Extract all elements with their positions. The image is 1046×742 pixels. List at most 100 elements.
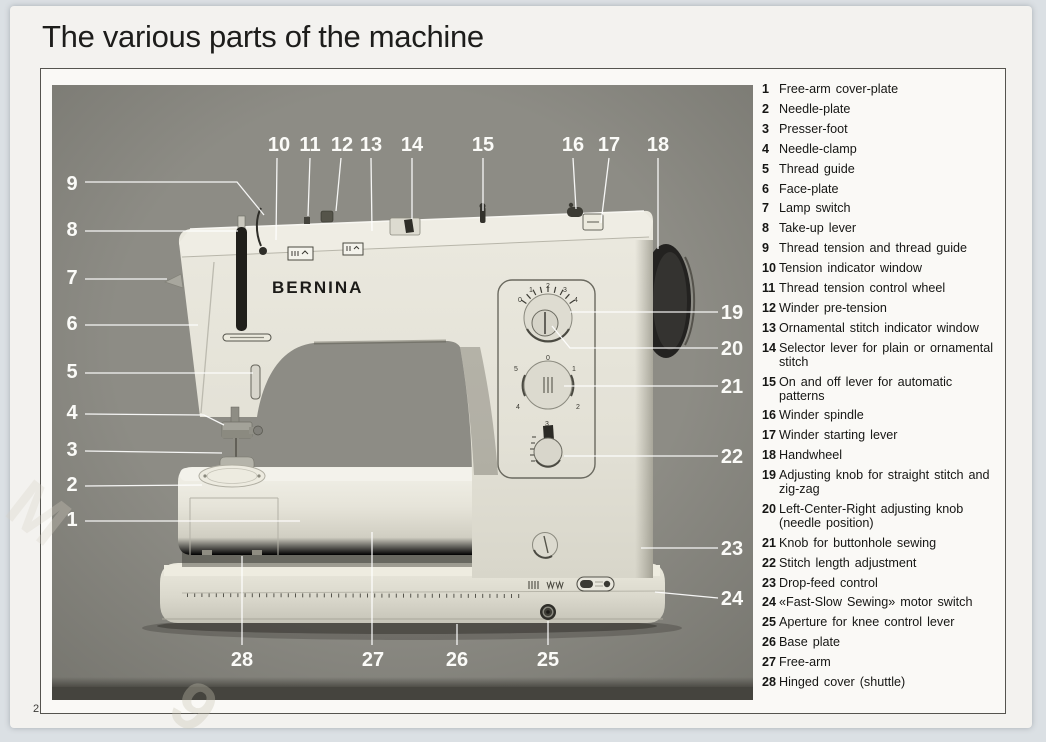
- tension-wheel-notch: [304, 217, 310, 224]
- part-number: 11: [762, 281, 776, 296]
- part-number: 10: [762, 261, 777, 276]
- part-label: Winder starting lever: [779, 428, 898, 443]
- parts-list-item: 28 Hinged cover (shuttle): [762, 675, 1002, 690]
- stitch-selector-lever: [389, 217, 421, 236]
- part-label: Drop-feed control: [779, 575, 878, 590]
- needle-thread-guide: [250, 364, 261, 400]
- needle-assembly: [219, 406, 263, 470]
- part-label: Needle-clamp: [779, 141, 857, 156]
- part-number: 19: [762, 468, 777, 483]
- drop-feed-knob: [532, 532, 558, 559]
- parts-list-item: 1 Free-arm cover-plate: [762, 82, 1002, 97]
- parts-list-item: 7 Lamp switch: [762, 202, 1002, 216]
- parts-list-item: 10 Tension indicator window: [762, 261, 1002, 276]
- page-number: 2: [33, 703, 40, 715]
- dial-scale-numeral: 0: [518, 297, 522, 304]
- zigzag-dial: 0 1 2 3 4: [518, 283, 578, 343]
- callout-label: 23: [721, 538, 743, 560]
- dial-scale-numeral: 4: [574, 297, 578, 304]
- callout-label: 13: [360, 134, 382, 156]
- part-number: 18: [762, 448, 777, 463]
- callout-label: 16: [562, 134, 584, 156]
- part-label: Aperture for knee control lever: [779, 615, 955, 630]
- part-label: Free-arm cover-plate: [779, 82, 899, 96]
- paper-sheet: The various parts of the machine: [0, 6, 1032, 742]
- dial-scale-numeral: 2: [546, 283, 550, 290]
- motor-switch: [576, 576, 615, 592]
- part-number: 24: [762, 595, 777, 610]
- part-label: Take-up lever: [779, 221, 857, 236]
- part-number: 27: [762, 655, 777, 670]
- stitch-length-dial: [530, 425, 563, 468]
- part-label: Hinged cover (shuttle): [779, 675, 906, 690]
- clamp-screw-stem: [249, 427, 257, 434]
- dial-scale-numeral: 1: [529, 287, 533, 294]
- parts-list-item: 3 Presser-foot: [762, 122, 1002, 137]
- callout-label: 4: [66, 402, 78, 424]
- callout-label: 18: [647, 134, 669, 156]
- parts-list-item: 20 Left-Center-Right adjusting knob (nee…: [762, 501, 1002, 531]
- callout-label: 25: [537, 649, 559, 671]
- part-number: 4: [762, 141, 770, 156]
- needle-plate: [198, 464, 266, 488]
- winder-starting-lever: [582, 213, 604, 231]
- straight-stitch-symbol: [528, 581, 539, 589]
- callout-label: 22: [721, 446, 743, 468]
- part-label: Free-arm: [779, 655, 831, 670]
- part-number: 2: [762, 101, 770, 116]
- parts-list-item: 13 Ornamental stitch indicator window: [762, 321, 1002, 336]
- parts-list-item: 25 Aperture for knee control lever: [762, 615, 1002, 630]
- part-number: 12: [762, 300, 777, 315]
- part-number: 9: [762, 241, 770, 256]
- dial-scale-numeral: 5: [514, 366, 518, 373]
- callout-label: 11: [299, 134, 320, 156]
- stitch-indicator-window-left: [287, 246, 314, 261]
- parts-list-item: 12 Winder pre-tension: [762, 300, 1002, 316]
- part-label: Adjusting knob for straight stitch and z…: [779, 468, 990, 497]
- parts-list-item: 18 Handwheel: [762, 448, 1002, 463]
- part-number: 23: [762, 575, 777, 590]
- parts-list-item: 11 Thread tension control wheel: [762, 281, 1002, 296]
- callout-label: 2: [66, 474, 77, 496]
- callout-label: 15: [472, 134, 494, 156]
- callout-label: 19: [721, 302, 743, 324]
- stitch-length-scale: [530, 436, 536, 462]
- callout-label: 9: [66, 173, 77, 195]
- dial-ticks: [521, 286, 575, 304]
- part-label: Tension indicator window: [779, 261, 923, 276]
- part-label: On and off lever for automatic patterns: [779, 374, 953, 403]
- callout-label: 6: [66, 313, 77, 335]
- part-label: Left-Center-Right adjusting knob (needle…: [779, 501, 964, 530]
- parts-list-item: 27 Free-arm: [762, 655, 1002, 670]
- parts-list-item: 9 Thread tension and thread guide: [762, 241, 1002, 256]
- pillar-shadow: [460, 347, 498, 475]
- machine-photo: BERNINA: [52, 85, 753, 700]
- part-label: Lamp switch: [779, 201, 851, 216]
- part-number: 26: [762, 635, 777, 650]
- buttonhole-dial: 0 1 2 3 4 5: [514, 355, 580, 428]
- control-panel: 0 1 2 3 4 0 1 2 3 4 5: [497, 279, 596, 479]
- part-number: 5: [762, 161, 770, 176]
- winder-spindle: [567, 202, 583, 217]
- dial-scale-numeral: 3: [563, 287, 567, 294]
- handwheel: [641, 244, 696, 358]
- callout-label: 1: [66, 509, 77, 531]
- page-title: The various parts of the machine: [42, 19, 484, 54]
- part-number: 8: [762, 221, 770, 236]
- part-label: Thread tension control wheel: [779, 281, 946, 296]
- parts-list-item: 16 Winder spindle: [762, 409, 1002, 423]
- face-plate-seam: [200, 261, 215, 414]
- callout-label: 27: [362, 649, 384, 671]
- stitch-length-lever: [543, 425, 554, 441]
- head-details: BERNINA: [222, 202, 604, 400]
- callout-labels: 1 2 3 4 5 6 7 8 9 10 11 12 13 14 15 16 1…: [66, 134, 744, 671]
- knee-lever-aperture: [540, 604, 556, 620]
- parts-list-item: 8 Take-up lever: [762, 221, 1002, 236]
- part-label: «Fast-Slow Sewing» motor switch: [779, 595, 973, 610]
- part-label: Selector lever for plain or ornamental s…: [779, 340, 993, 369]
- callout-label: 17: [598, 134, 620, 156]
- tension-indicator-window: [259, 247, 267, 255]
- knob-grip: [543, 377, 553, 393]
- dial-scale-numeral: 1: [572, 366, 576, 373]
